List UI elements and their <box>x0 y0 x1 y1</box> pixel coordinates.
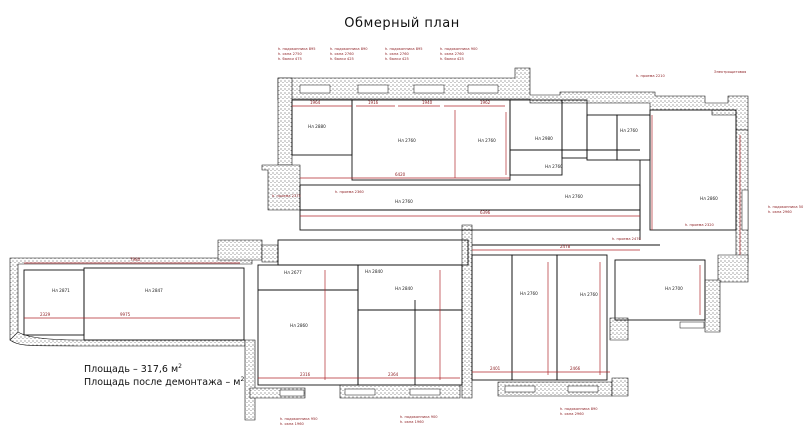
svg-text:6420: 6420 <box>395 172 406 177</box>
area-total-sup: 2 <box>178 363 182 370</box>
area-total: Площадь – 317,6 м2 <box>84 363 182 375</box>
note: h. балки 425 <box>385 57 409 61</box>
area-after-demolition: Площадь после демонтажа – м2 <box>84 376 244 388</box>
room-label: Нл 2860 <box>700 196 718 201</box>
room-label: Нл 2880 <box>308 124 326 129</box>
area-after-sup: 2 <box>240 376 245 383</box>
note: h. окна 1960 <box>280 422 304 426</box>
windows <box>279 84 749 397</box>
svg-text:2478: 2478 <box>560 244 571 249</box>
dimension-lines <box>24 105 741 380</box>
room-label: Нл 2760 <box>398 138 416 143</box>
note: h. подоконника 900 <box>440 47 478 51</box>
note: h. окна 2760 <box>440 52 464 56</box>
svg-text:1916: 1916 <box>368 100 379 105</box>
note: h. подоконника 890 <box>330 47 368 51</box>
svg-text:2364: 2364 <box>388 372 399 377</box>
note: h. подоконника 950 <box>280 417 318 421</box>
room-label: Нл 2980 <box>535 136 553 141</box>
page-title: Обмерный план <box>344 16 460 31</box>
annotations: h. подоконника 895 h. окна 2750 h. балки… <box>272 47 804 426</box>
note: h. балки 475 <box>278 57 302 61</box>
note: h. окна 2960 <box>560 412 584 416</box>
svg-text:1940: 1940 <box>422 100 433 105</box>
note: h. подоконника 900 <box>400 415 438 419</box>
room-labels: Нл 2880 Нл 2760 Нл 2760 Нл 2980 Нл 2760 … <box>52 124 718 328</box>
dimension-values: 1964 1916 1940 1962 6420 6396 9975 7980 … <box>40 100 581 377</box>
room-label: Нл 2840 <box>365 269 383 274</box>
note: h. проема 2360 <box>335 190 365 194</box>
svg-text:1964: 1964 <box>310 100 321 105</box>
note: h. окна 2760 <box>385 52 409 56</box>
note: h. окна 1960 <box>400 420 424 424</box>
room-label: Нл 2760 <box>520 291 538 296</box>
room-label: Нл 2760 <box>565 194 583 199</box>
room-label: Нл 2860 <box>290 323 308 328</box>
room-label: Нл 2700 <box>665 286 683 291</box>
note: h. балки 425 <box>440 57 464 61</box>
svg-text:7980: 7980 <box>130 257 141 262</box>
exterior-walls <box>9 67 749 421</box>
svg-text:6396: 6396 <box>480 210 491 215</box>
area-after-text: Площадь после демонтажа – м <box>84 377 241 389</box>
note: h. балки 425 <box>330 57 354 61</box>
room-label: Нл 2847 <box>145 288 163 293</box>
area-total-text: Площадь – 317,6 м <box>84 364 179 376</box>
room-label: Нл 2760 <box>545 164 563 169</box>
svg-text:1962: 1962 <box>480 100 491 105</box>
svg-text:2316: 2316 <box>300 372 311 377</box>
note: h. проема 2375 <box>272 194 301 198</box>
room-label: Нл 2760 <box>580 292 598 297</box>
note: h. окна 2750 <box>278 52 302 56</box>
note: h. подоконника 895 <box>385 47 423 51</box>
interior-walls <box>23 99 737 386</box>
svg-text:2466: 2466 <box>570 366 581 371</box>
note: h. проема 2210 <box>636 74 666 78</box>
room-label: Нл 2677 <box>284 270 302 275</box>
room-label: Нл 2760 <box>478 138 496 143</box>
note: h. подоконника 50 <box>768 205 804 209</box>
room-label: Нл 2760 <box>620 128 638 133</box>
note: h. окна 2760 <box>330 52 354 56</box>
svg-text:2401: 2401 <box>490 366 501 371</box>
note: Электрощитовая <box>714 70 746 74</box>
room-label: Нл 2871 <box>52 288 70 293</box>
note: h. проема 2470 <box>612 237 642 241</box>
room-label: Нл 2760 <box>395 199 413 204</box>
svg-text:9975: 9975 <box>120 312 131 317</box>
note: h. подоконника 890 <box>560 407 598 411</box>
note: h. окна 2960 <box>768 210 792 214</box>
note: h. проема 2320 <box>685 223 715 227</box>
svg-text:2329: 2329 <box>40 312 51 317</box>
note: h. подоконника 895 <box>278 47 316 51</box>
room-label: Нл 2840 <box>395 286 413 291</box>
